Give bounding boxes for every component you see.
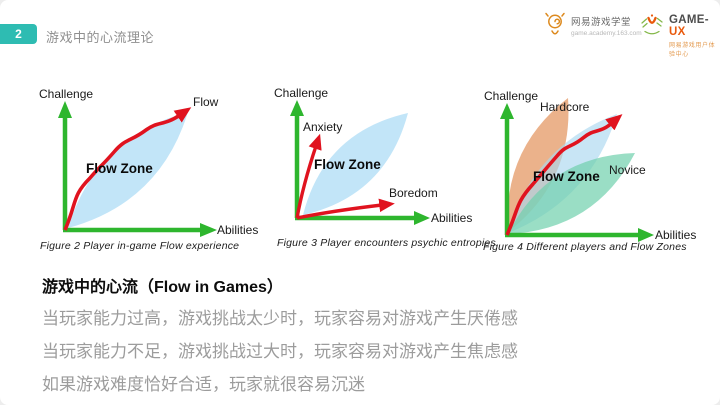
body-line: 当玩家能力不足，游戏挑战过大时，玩家容易对游戏产生焦虑感 bbox=[42, 342, 518, 361]
novice-zone-label: Novice bbox=[609, 163, 646, 177]
y-axis-label: Challenge bbox=[274, 86, 328, 100]
gameux-logo-subtitle: 网易游戏用户体验中心 bbox=[669, 43, 716, 58]
flow-zone-ellipse bbox=[68, 112, 188, 228]
netease-academy-logo: 网易游戏学堂 game.academy.163.com bbox=[544, 11, 642, 43]
flow-zone-label: Flow Zone bbox=[86, 161, 153, 176]
y-axis-arrowhead-icon bbox=[500, 103, 514, 119]
figure-flow-experience-diagram: Challenge Abilities Flow Flow Zone bbox=[39, 87, 258, 237]
x-axis-label: Abilities bbox=[431, 211, 472, 225]
x-axis-arrowhead-icon bbox=[414, 211, 430, 225]
x-axis-arrowhead-icon bbox=[200, 223, 217, 237]
body-line: 如果游戏难度恰好合适，玩家就很容易沉迷 bbox=[42, 375, 365, 394]
flow-zone-label: Flow Zone bbox=[533, 169, 600, 184]
figure3-caption: Figure 3 Player encounters psychic entro… bbox=[277, 237, 496, 249]
novice-zone-ellipse bbox=[508, 153, 635, 234]
flow-curve-arrow bbox=[63, 107, 192, 231]
page-number-badge: 2 bbox=[0, 24, 37, 44]
gameux-brand-text: GAME-UX bbox=[669, 14, 709, 38]
y-axis-label: Challenge bbox=[484, 89, 538, 103]
x-axis-label: Abilities bbox=[655, 228, 696, 242]
flow-curve-arrow bbox=[505, 114, 623, 236]
academy-logo-name: 网易游戏学堂 bbox=[571, 17, 632, 28]
academy-mascot-icon bbox=[544, 11, 566, 43]
y-axis-label: Challenge bbox=[39, 87, 93, 101]
flow-zone-label: Flow Zone bbox=[314, 157, 381, 172]
body-line: 当玩家能力过高，游戏挑战太少时，玩家容易对游戏产生厌倦感 bbox=[42, 309, 518, 328]
y-axis-arrowhead-icon bbox=[58, 101, 72, 118]
flow-arrow-label: Flow bbox=[193, 95, 219, 109]
anxiety-arrow-label: Anxiety bbox=[303, 120, 342, 134]
x-axis-arrowhead-icon bbox=[638, 228, 654, 242]
figure2-caption: Figure 2 Player in-game Flow experience bbox=[40, 240, 240, 252]
body-heading: 游戏中的心流（Flow in Games） bbox=[42, 279, 283, 296]
boredom-arrow bbox=[296, 198, 395, 220]
anxiety-arrow bbox=[295, 133, 322, 219]
slide-header-title: 游戏中的心流理论 bbox=[46, 30, 155, 45]
x-axis-label: Abilities bbox=[217, 223, 258, 237]
hardcore-zone-label: Hardcore bbox=[540, 100, 590, 114]
figure-player-zones-diagram: Challenge Abilities Hardcore Novice Flow… bbox=[484, 89, 696, 242]
boredom-arrow-label: Boredom bbox=[389, 186, 438, 200]
academy-logo-url: game.academy.163.com bbox=[571, 30, 642, 37]
gameux-logo: GAME-UX 网易游戏用户体验中心 bbox=[640, 11, 720, 58]
y-axis-arrowhead-icon bbox=[290, 100, 304, 116]
figure4-caption: Figure 4 Different players and Flow Zone… bbox=[483, 241, 687, 253]
figure-psychic-entropies-diagram: Challenge Abilities Anxiety Boredom Flow… bbox=[274, 86, 472, 225]
gameux-hands-icon bbox=[640, 11, 664, 41]
flow-zone-ellipse bbox=[303, 113, 408, 215]
